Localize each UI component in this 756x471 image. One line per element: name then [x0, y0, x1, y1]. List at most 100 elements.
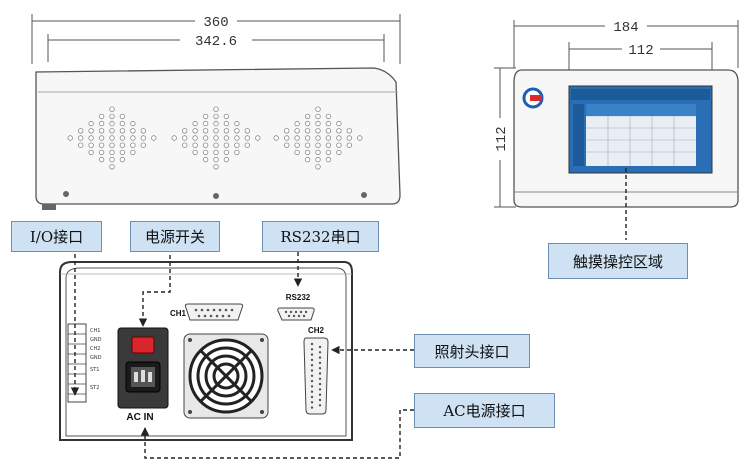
- vent-hole: [315, 113, 321, 120]
- vent-hole: [336, 120, 342, 127]
- vent-hole: [294, 149, 300, 156]
- vent-hole: [192, 120, 198, 127]
- vent-hole: [284, 135, 290, 141]
- io-terminal-block: [67, 323, 87, 403]
- callout-rs232-port: RS232串口: [262, 221, 379, 252]
- vent-hole: [98, 120, 105, 127]
- vent-hole: [294, 128, 300, 134]
- ch2-pin: [318, 398, 322, 402]
- vent-hole: [109, 142, 115, 148]
- vent-hole: [304, 149, 311, 156]
- vent-hole: [294, 142, 300, 148]
- vent-hole: [202, 149, 209, 156]
- vent-hole: [98, 149, 105, 156]
- vent-hole: [192, 149, 198, 156]
- vent-hole: [315, 149, 321, 156]
- vent-hole: [304, 113, 311, 120]
- vent-hole: [109, 135, 115, 141]
- ch2-pin: [318, 345, 322, 349]
- front-width-text: 360: [203, 15, 228, 31]
- io-pin-label: ST1: [90, 367, 99, 373]
- vent-hole: [223, 156, 230, 163]
- vent-hole: [77, 142, 84, 148]
- ch2-pin: [310, 385, 314, 388]
- vent-hole: [140, 142, 146, 148]
- vent-hole: [325, 120, 332, 127]
- vent-hole: [325, 113, 332, 120]
- ch2-pin: [310, 348, 314, 351]
- rs232-label: RS232: [286, 293, 311, 302]
- vent-hole: [213, 135, 219, 141]
- vent-hole: [304, 128, 311, 134]
- ch2-pin: [310, 364, 314, 367]
- vent-hole: [336, 128, 342, 134]
- ch2-pin: [310, 390, 314, 393]
- vent-hole: [315, 142, 321, 148]
- vent-hole: [171, 135, 177, 141]
- vent-hole: [202, 156, 209, 163]
- ch2-pin: [318, 388, 322, 391]
- callout-ac-power-port: AC电源接口: [414, 393, 555, 428]
- vent-hole: [234, 149, 240, 156]
- vent-hole: [119, 120, 126, 127]
- front-dimension-360: [31, 14, 401, 64]
- vent-hole: [88, 120, 94, 127]
- vent-hole: [151, 135, 157, 141]
- vent-hole: [244, 142, 250, 148]
- side-housing: [513, 69, 739, 208]
- vent-hole: [130, 135, 136, 141]
- ch1-label: CH1: [170, 309, 187, 318]
- vent-hole: [336, 142, 342, 148]
- vent-hole: [109, 113, 115, 120]
- vent-hole: [67, 135, 73, 141]
- vent-hole: [325, 156, 332, 163]
- vent-hole: [119, 113, 126, 120]
- callout-head-port: 照射头接口: [414, 334, 530, 368]
- vent-hole: [294, 120, 300, 127]
- vent-hole: [346, 128, 352, 134]
- screw: [213, 193, 219, 199]
- vent-hole: [315, 135, 321, 141]
- vent-hole: [140, 128, 146, 134]
- vent-hole: [202, 120, 209, 127]
- vent-hole: [98, 128, 105, 134]
- vent-hole: [109, 164, 115, 170]
- vent-hole: [202, 142, 209, 148]
- ch2-pin: [310, 401, 314, 404]
- vent-hole: [304, 135, 311, 141]
- vent-hole: [336, 149, 342, 156]
- callout-power-switch: 电源开关: [130, 221, 220, 252]
- ch2-pin: [318, 367, 322, 370]
- vent-hole: [325, 149, 332, 156]
- leader-power: [138, 248, 171, 327]
- ch2-pin: [310, 353, 314, 356]
- screw: [63, 191, 69, 197]
- ch1-connector: [184, 303, 244, 321]
- ch2-pin: [310, 342, 314, 346]
- vent-hole: [315, 156, 321, 163]
- front-inner-width-text: 342.6: [195, 34, 237, 50]
- vent-hole: [109, 149, 115, 156]
- vent-hole: [213, 156, 219, 163]
- vent-hole: [336, 135, 342, 141]
- vent-hole: [119, 142, 126, 148]
- vent-hole: [223, 142, 230, 148]
- vent-hole: [325, 142, 332, 148]
- vent-hole: [119, 135, 126, 141]
- vent-hole: [244, 128, 250, 134]
- vent-hole: [234, 120, 240, 127]
- vent-hole: [88, 142, 94, 148]
- vent-hole: [223, 135, 230, 141]
- power-module: [117, 327, 169, 409]
- vent-hole: [223, 149, 230, 156]
- vent-hole: [234, 142, 240, 148]
- vent-hole: [234, 128, 240, 134]
- callout-io-port: I/O接口: [11, 221, 102, 252]
- vent-hole: [325, 135, 332, 141]
- ch2-pin: [310, 406, 314, 409]
- vent-hole: [130, 128, 136, 134]
- vent-hole: [315, 128, 321, 134]
- vent-hole: [315, 164, 321, 170]
- io-pin-label: CH1: [90, 328, 100, 334]
- vent-hole: [234, 135, 240, 141]
